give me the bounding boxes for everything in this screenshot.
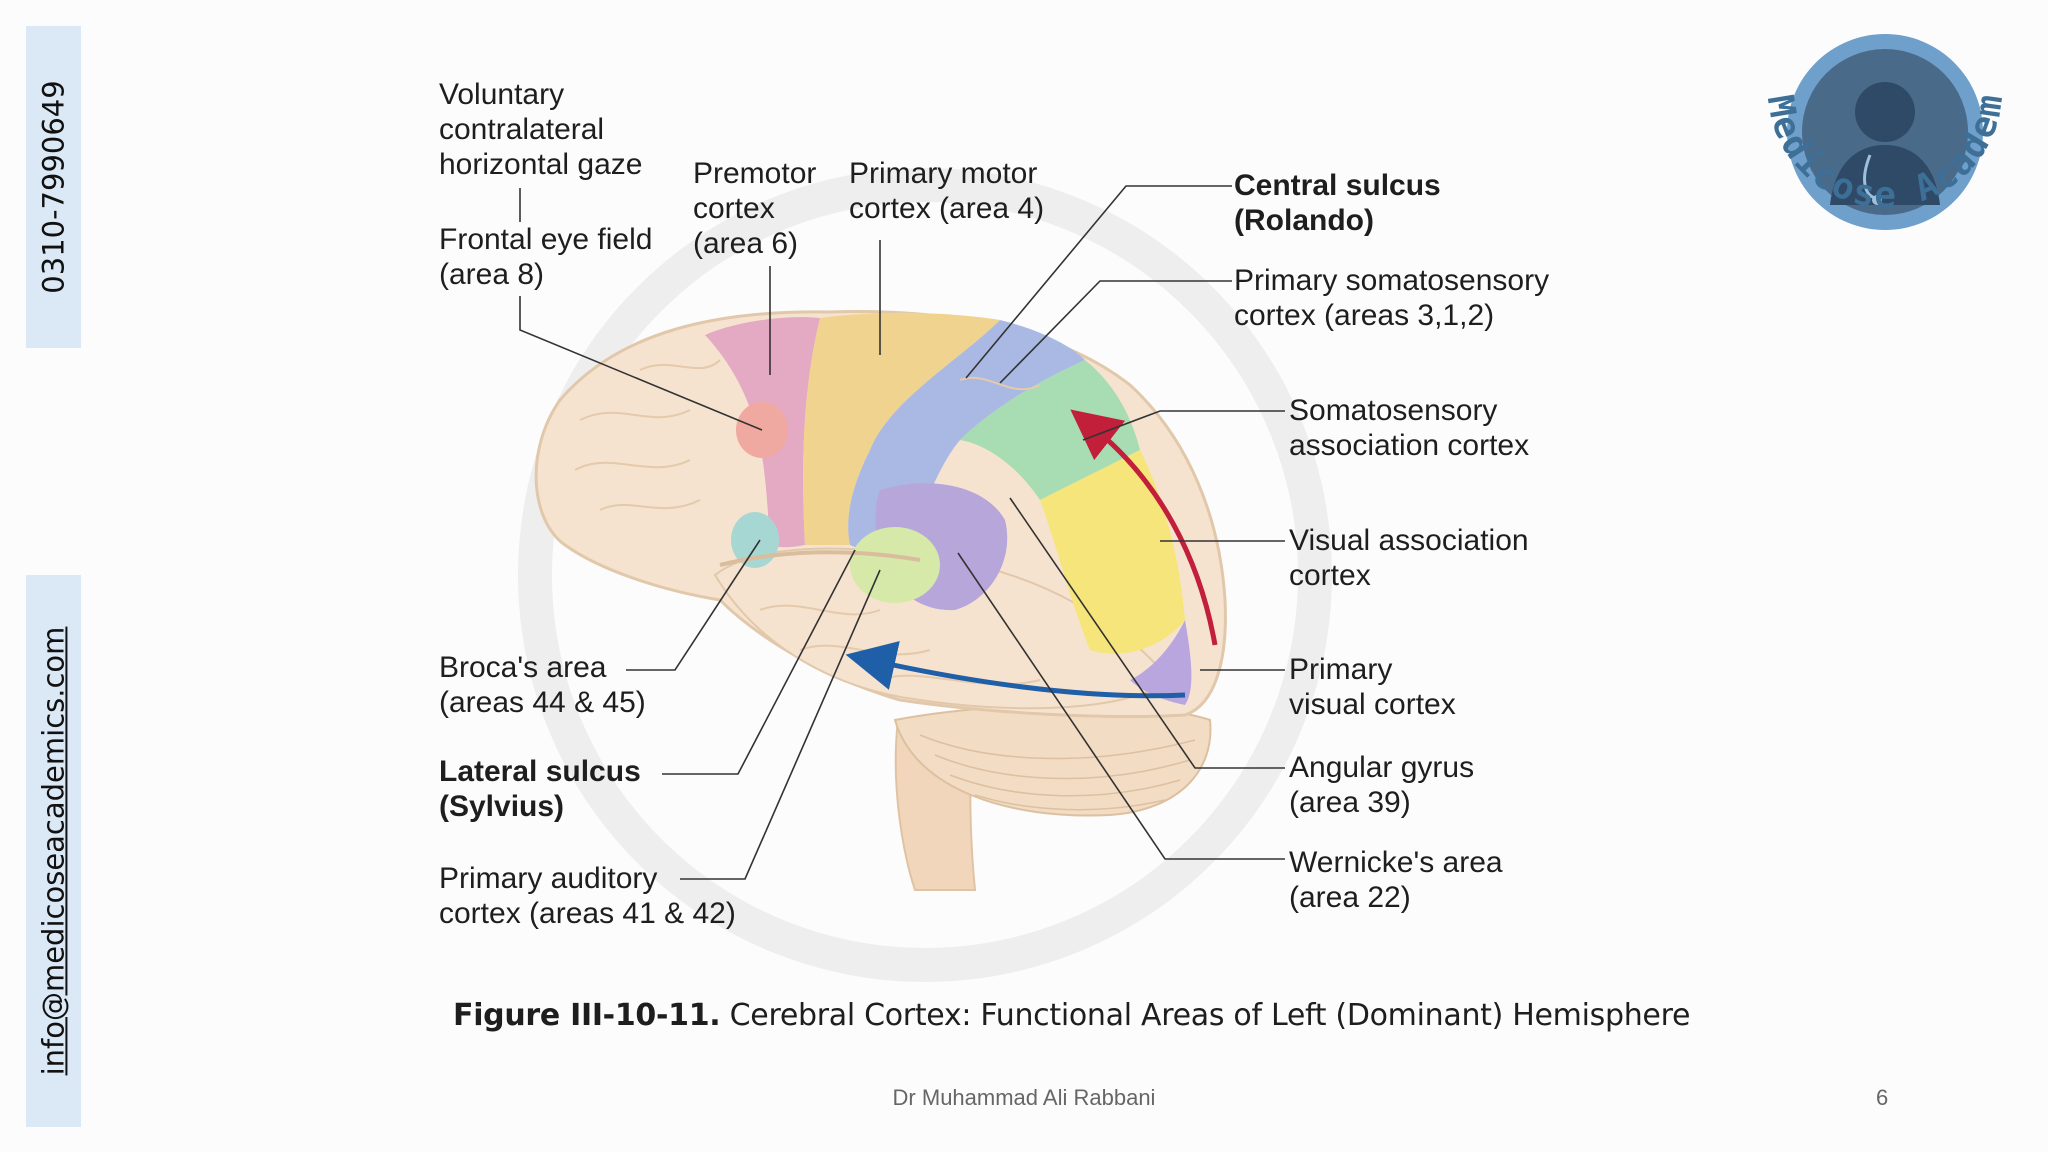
somatosensory-association-area [960,360,1140,500]
cerebellum-folia [919,734,1196,811]
watermark-ring [518,168,1332,982]
label-voluntary-gaze: Voluntary contralateral horizontal gaze [439,78,643,181]
label-frontal-eye-field: Frontal eye field (area 8) [439,223,653,291]
footer-author: Dr Muhammad Ali Rabbani [892,1085,1156,1110]
label-wernicke-area: Wernicke's area (area 22) [1289,846,1503,914]
label-broca-area: Broca's area (areas 44 & 45) [439,651,646,719]
label-primary-visual-cortex: Primary visual cortex [1289,653,1456,721]
leader-lines [519,185,1285,880]
red-pathway-arrow [1070,409,1218,646]
email-tab[interactable]: info@medicoseacademics.com [26,575,81,1127]
page-number: 6 [1876,1085,1889,1110]
lateral-sulcus-line [719,550,921,567]
label-premotor-cortex: Premotor cortex (area 6) [693,157,817,260]
primary-visual-area [1130,620,1192,705]
label-visual-association: Visual association cortex [1289,524,1529,592]
label-primary-auditory-cortex: Primary auditory cortex (areas 41 & 42) [439,862,736,930]
doctor-avatar-icon [1830,82,1940,205]
label-primary-somatosensory: Primary somatosensory cortex (areas 3,1,… [1234,264,1550,332]
label-central-sulcus: Central sulcus (Rolando) [1234,169,1441,237]
figure-caption-text: Cerebral Cortex: Functional Areas of Lef… [729,998,1691,1033]
label-lateral-sulcus: Lateral sulcus (Sylvius) [439,755,641,823]
blue-pathway-arrow [845,641,1186,699]
broca-area [731,512,779,568]
visual-association-area [1040,450,1185,654]
figure-number: Figure III-10-11. [453,998,721,1033]
label-angular-gyrus: Angular gyrus (area 39) [1289,751,1475,819]
medicose-academics-logo: Medicose Academics [1740,20,2009,230]
primary-motor-area [803,312,1000,545]
phone-tab: 0310-7990649 [26,26,81,348]
label-somatosensory-association: Somatosensory association cortex [1289,394,1530,462]
figure-caption: Figure III-10-11. Cerebral Cortex: Funct… [453,998,1690,1033]
label-primary-motor-cortex: Primary motor cortex (area 4) [849,157,1045,225]
primary-auditory-area [850,527,940,603]
